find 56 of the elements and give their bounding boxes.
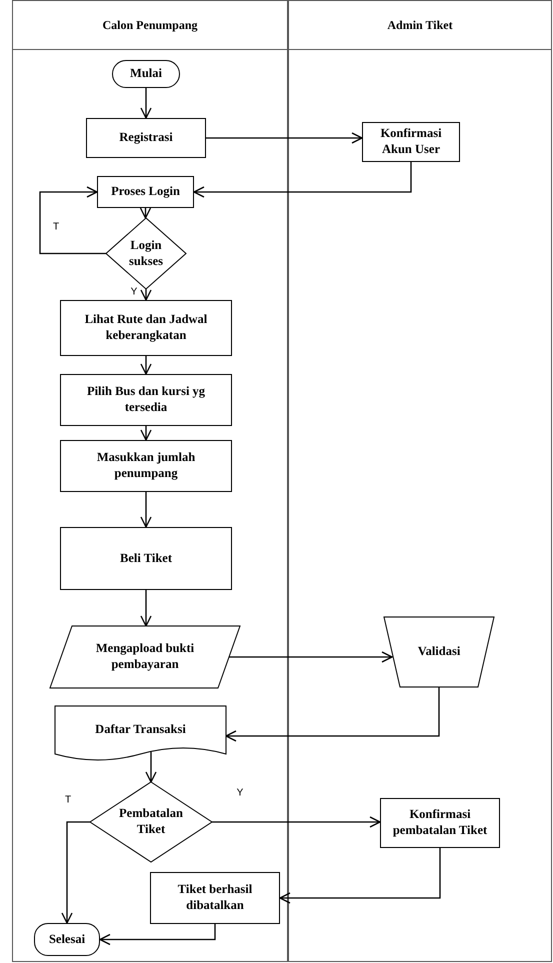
edge-label: Y: [236, 788, 244, 798]
arrow: [229, 651, 393, 663]
node-text: Validasi: [416, 644, 462, 660]
arrow: [225, 687, 440, 742]
process-box: [380, 798, 500, 848]
process-box: [60, 527, 232, 590]
node-text: Daftar Transaksi: [94, 722, 187, 738]
swimlane: [288, 0, 552, 962]
decision-diamond: [106, 218, 186, 289]
node-text: Tiket berhasil dibatalkan: [176, 882, 254, 914]
edge-label: T: [64, 794, 72, 806]
node-text: Konfirmasi Akun User: [379, 126, 443, 158]
node-text: Beli Tiket: [119, 550, 173, 566]
node-text: Konfirmasi pembatalan Tiket: [392, 807, 488, 839]
node-text: Registrasi: [118, 130, 174, 146]
edge-label: Y: [130, 286, 138, 298]
arrow: [206, 132, 363, 144]
arrow: [145, 752, 157, 783]
lane-header: Calon Penumpang: [13, 1, 287, 50]
decision-diamond: [90, 782, 212, 862]
lane-header: Admin Tiket: [289, 1, 551, 50]
arrow: [61, 821, 90, 924]
process-box: [60, 374, 232, 426]
node-text: Mulai: [129, 66, 163, 82]
arrow: [279, 848, 441, 904]
arrow: [140, 289, 152, 301]
node-text: Masukkan jumlah penumpang: [96, 450, 196, 482]
terminator: [112, 60, 180, 88]
arrow: [140, 207, 152, 219]
terminator: [34, 923, 100, 956]
arrow: [140, 356, 152, 375]
arrow: [140, 426, 152, 441]
process-box: [150, 872, 280, 924]
node-text: Lihat Rute dan Jadwal keberangkatan: [84, 312, 208, 344]
input-output-parallelogram: [50, 626, 240, 688]
arrow: [140, 590, 152, 627]
node-text: Pembatalan Tiket: [118, 806, 184, 838]
arrow: [212, 816, 381, 828]
arrow: [140, 88, 152, 119]
arrow: [39, 186, 106, 254]
node-text: Pilih Bus dan kursi yg tersedia: [86, 384, 206, 416]
process-box: [362, 122, 460, 162]
node-text: Proses Login: [110, 184, 181, 200]
node-text: Login sukses: [128, 238, 164, 270]
process-box: [60, 440, 232, 492]
arrow: [99, 924, 216, 946]
process-box: [60, 300, 232, 356]
swimlane: [12, 0, 288, 962]
process-box: [86, 118, 206, 158]
edge-label: T: [52, 221, 60, 232]
arrow: [140, 492, 152, 528]
node-text: Mengapload bukti pembayaran: [94, 641, 196, 673]
arrow: [193, 162, 412, 198]
node-text: Selesai: [48, 932, 86, 948]
process-box: [97, 176, 194, 208]
manual-operation-trapezoid: [384, 617, 494, 687]
